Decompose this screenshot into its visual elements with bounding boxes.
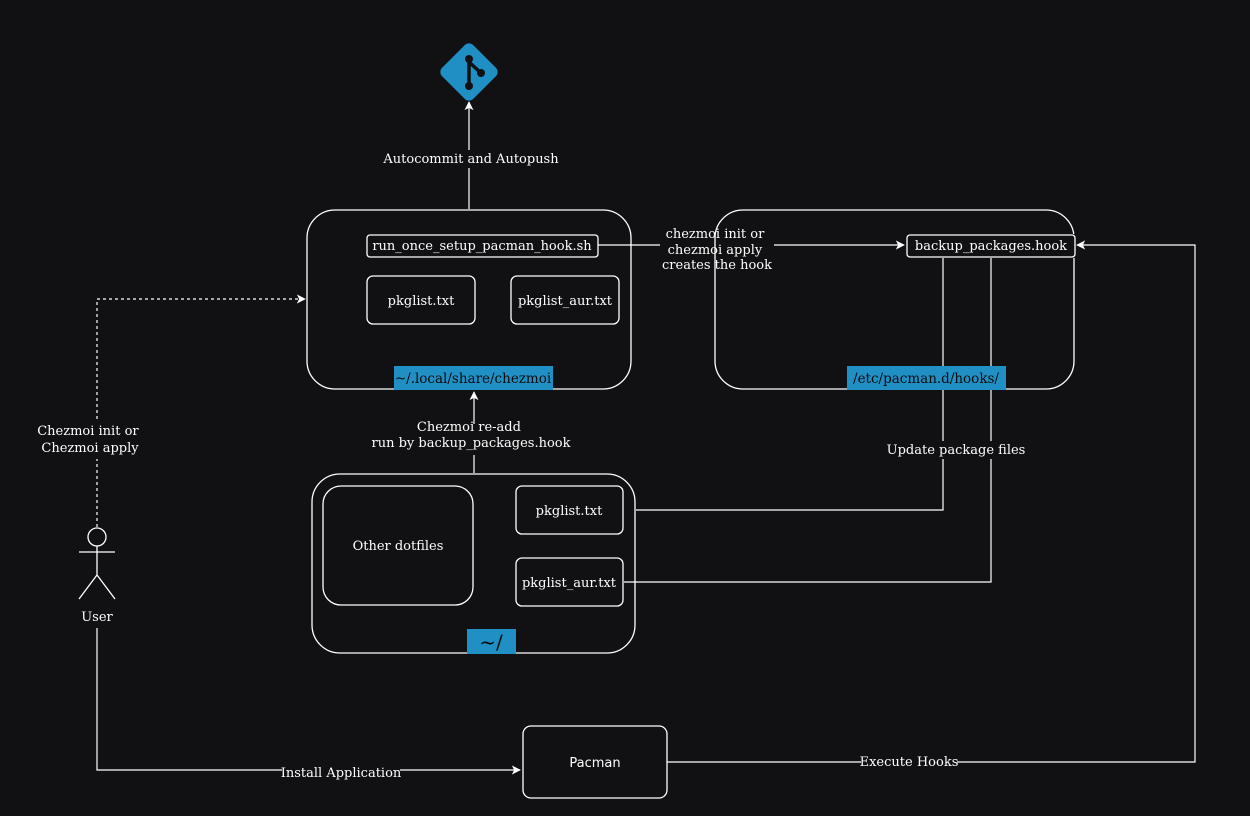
creates-hook-label: chezmoi init or chezmoi apply creates th… <box>662 227 772 273</box>
setup-script-node[interactable] <box>366 234 599 258</box>
execute-hooks-label: Execute Hooks <box>860 755 959 770</box>
install-label: Install Application <box>281 766 402 781</box>
home-tag-label: ~/ <box>479 630 503 654</box>
setup-script-label: run_once_setup_pacman_hook.sh <box>372 239 592 254</box>
git-logo-icon <box>440 43 498 101</box>
home-container: Other dotfiles pkglist.txt pkglist_aur.t… <box>311 473 636 654</box>
readd-label: Chezmoi re-add run by backup_packages.ho… <box>371 420 570 451</box>
update-files-label: Update package files <box>887 443 1026 458</box>
update-pkglist-aur-edge <box>624 258 992 583</box>
user-apply-edge <box>96 294 306 527</box>
hook-file-node[interactable] <box>906 234 1076 258</box>
pacman-hooks-tag <box>847 366 1006 390</box>
chezmoi-source-container: run_once_setup_pacman_hook.sh pkglist.tx… <box>306 209 632 390</box>
update-pkglist-edge <box>636 258 944 511</box>
source-pkglist-node[interactable] <box>366 275 476 325</box>
source-pkglist-aur-label: pkglist_aur.txt <box>518 294 613 309</box>
pacman-node[interactable] <box>522 725 668 799</box>
autocommit-label: Autocommit and Autopush <box>382 152 559 167</box>
home-tag <box>467 629 516 654</box>
pacman-hooks-tag-label: /etc/pacman.d/hooks/ <box>853 371 999 387</box>
home-pkglist-node[interactable] <box>515 485 624 535</box>
user-apply-label: Chezmoi init or Chezmoi apply <box>37 424 143 456</box>
home-pkglist-aur-label: pkglist_aur.txt <box>522 576 617 591</box>
execute-hooks-edge <box>667 240 1196 763</box>
pacman-hooks-container: backup_packages.hook /etc/pacman.d/hooks… <box>714 209 1076 390</box>
chezmoi-source-tag-label: ~/.local/share/chezmoi <box>395 371 552 387</box>
user-label: User <box>81 610 113 625</box>
chezmoi-source-tag <box>394 366 553 390</box>
home-pkglist-label: pkglist.txt <box>536 504 603 519</box>
other-dotfiles-node[interactable] <box>322 485 474 606</box>
source-pkglist-aur-node[interactable] <box>510 275 620 325</box>
pacman-label: Pacman <box>569 756 620 771</box>
user-actor-icon[interactable] <box>78 527 116 600</box>
source-pkglist-label: pkglist.txt <box>388 294 455 309</box>
hook-file-label: backup_packages.hook <box>915 239 1067 254</box>
other-dotfiles-label: Other dotfiles <box>353 539 444 554</box>
home-pkglist-aur-node[interactable] <box>515 557 624 607</box>
install-edge <box>96 628 521 775</box>
